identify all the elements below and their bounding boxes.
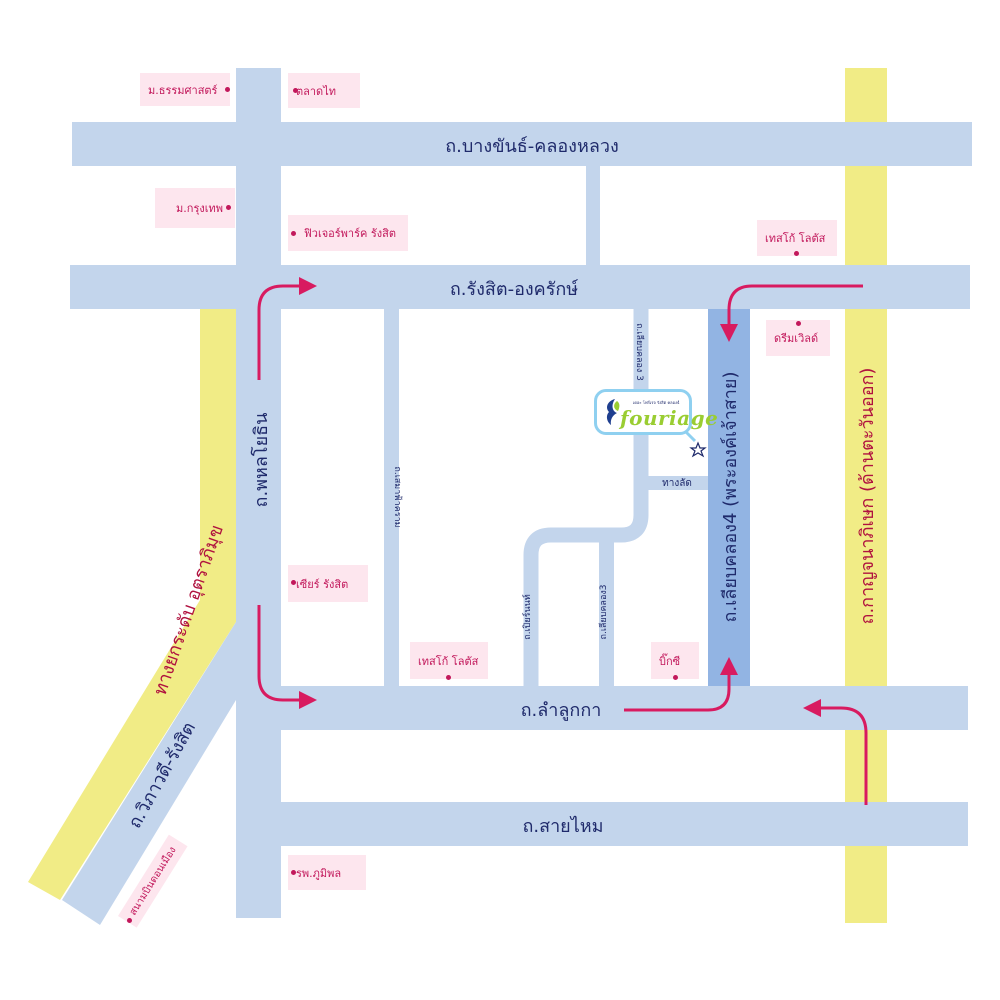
poi-talad-thai-label: ตลาดไท [296,84,336,98]
fouriage-logo-brand: fouriage [620,406,719,430]
poi-zeer: เซียร์ รังสิต [288,565,368,602]
route-arrow-kanchanaphisek-south [803,699,868,805]
fouriage-logo-subtitle: เดอะ โฟร์เรจ รังสิต คลอง4 [633,400,680,405]
label-liap-khlong3-upper: ถ.เลียบคลอง 3 [634,323,645,381]
label-shortcut: ทางลัด [662,478,692,489]
label-kanchanaphisek: ถ.กาญจนาภิเษก (ด้านตะวันออก) [857,368,878,625]
dot-don-mueang [127,918,132,923]
label-pichaiyanon: ถ.เปิยร์นนท์ [521,594,533,640]
route-arrow-lamlukka [624,657,738,712]
label-phahonyothin: ถ.พหลโยธิน [250,413,272,508]
route-arrow-north [257,277,317,380]
label-rangsit-ongkharak: ถ.รังสิต-องครักษ์ [450,279,579,300]
dot-tesco-ne [794,251,799,256]
phahonyothin-road [236,68,281,918]
poi-tesco-sw: เทสโก้ โลตัส [410,642,488,679]
liap-khlong3-lower-road [599,535,614,686]
fouriage-logo-callout: เดอะ โฟร์เรจ รังสิต คลอง4 fouriage [594,389,718,435]
poi-thammasat-label: ม.ธรรมศาสตร์ [148,83,218,97]
connector-road [586,166,600,265]
poi-tesco-ne: เทสโก้ โลตัส [757,220,837,256]
vibhavadi-road [62,622,236,925]
dot-bangkok-univ [226,205,231,210]
poi-dream-world: ดรีมเวิลด์ [766,320,830,356]
poi-bangkok-univ: ม.กรุงเทพ [155,188,235,228]
shortcut-road [648,476,708,490]
dot-tesco-sw [446,675,451,680]
expressway-road [28,307,236,900]
dot-thammasat [225,87,230,92]
dot-dream-world [796,321,801,326]
route-arrow-south [257,605,317,709]
lamlukka-road [236,686,968,730]
label-liap-khlong3-lower: ถ.เลียบคลอง3 [598,585,609,640]
dot-talad-thai [293,88,298,93]
liap-khlong3-road [523,309,649,686]
poi-bhumibol-label: รพ.ภูมิพล [296,866,342,880]
saimai-road [236,802,968,846]
liap-khlong4-road [708,309,750,686]
label-samakkhitham: ถ.เสมาฟ้าคราม [392,466,403,527]
dot-bigc [673,675,678,680]
location-star-icon [689,441,707,458]
poi-thammasat: ม.ธรรมศาสตร์ [140,73,230,106]
poi-bangkok-univ-label: ม.กรุงเทพ [176,202,223,215]
poi-future-park: ฟิวเจอร์พาร์ค รังสิต [288,215,408,251]
poi-dream-world-label: ดรีมเวิลด์ [774,332,819,345]
dot-zeer [291,580,296,585]
dot-bhumibol [291,870,296,875]
dot-future-park [291,231,296,236]
poi-tesco-ne-label: เทสโก้ โลตัส [765,232,826,245]
label-bangkhan: ถ.บางขันธ์-คลองหลวง [445,136,619,157]
label-saimai: ถ.สายไหม [522,815,603,837]
samakkhitham-road [384,309,399,686]
label-lamlukka: ถ.ลำลูกกา [521,700,602,721]
label-liap-khlong4: ถ.เลียบคลอง4 (พระองค์เจ้าสาย) [720,372,741,623]
bangkhan-road [72,122,972,166]
callout-pointer [684,430,697,443]
poi-bigc-label: บิ๊กซี [659,654,681,668]
poi-talad-thai: ตลาดไท [288,73,360,108]
route-arrow-kanchanaphisek-north [720,284,863,342]
fouriage-leaf-icon [606,399,620,425]
poi-bhumibol: รพ.ภูมิพล [288,855,366,890]
poi-zeer-label: เซียร์ รังสิต [296,577,349,591]
poi-tesco-sw-label: เทสโก้ โลตัส [418,654,479,668]
poi-bigc: บิ๊กซี [651,642,699,679]
poi-future-park-label: ฟิวเจอร์พาร์ค รังสิต [304,227,397,240]
